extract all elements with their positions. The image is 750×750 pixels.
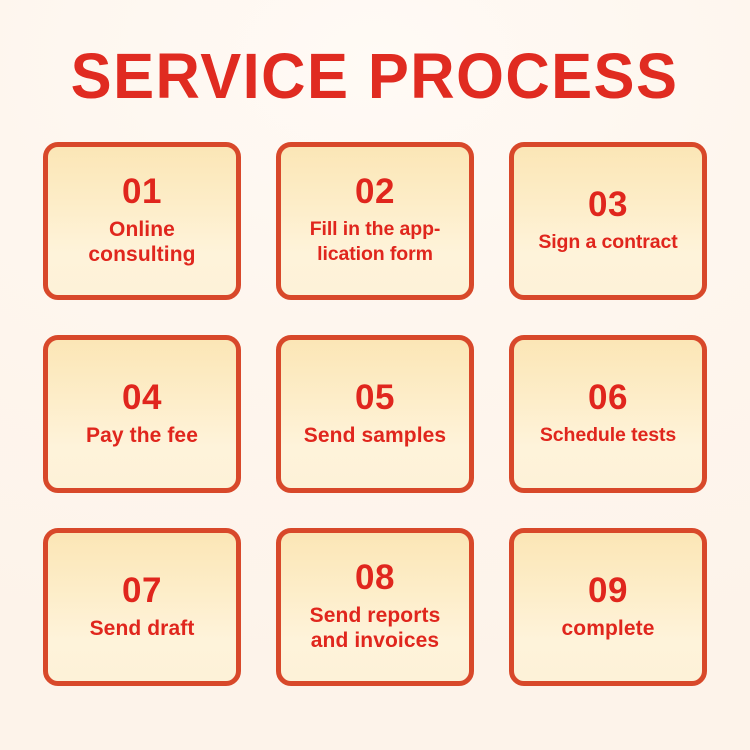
step-label: Online consulting (88, 218, 196, 266)
process-step-card-07[interactable]: 07 Send draft (43, 528, 241, 686)
process-step-card-06[interactable]: 06 Schedule tests (509, 335, 707, 493)
step-number: 05 (355, 377, 395, 417)
process-step-card-03[interactable]: 03 Sign a contract (509, 142, 707, 300)
step-number: 08 (355, 558, 395, 597)
step-label: Schedule tests (539, 423, 677, 446)
step-label: Fill in the app- lication form (309, 218, 441, 265)
process-step-card-02[interactable]: 02 Fill in the app- lication form (276, 142, 474, 300)
page-title: SERVICE PROCESS (71, 40, 679, 112)
process-step-grid: 01 Online consulting 02 Fill in the app-… (43, 142, 707, 686)
step-label: Send reports and invoices (309, 604, 441, 652)
process-step-card-04[interactable]: 04 Pay the fee (43, 335, 241, 493)
title-container: SERVICE PROCESS (0, 42, 750, 120)
step-number: 01 (122, 172, 162, 211)
process-step-card-05[interactable]: 05 Send samples (276, 335, 474, 493)
step-label: Send draft (89, 616, 195, 640)
step-label: complete (561, 616, 655, 640)
step-number: 04 (122, 377, 162, 417)
step-number: 02 (355, 172, 395, 211)
step-label: Sign a contract (538, 230, 678, 253)
step-number: 07 (122, 570, 162, 610)
step-number: 09 (588, 570, 628, 610)
step-number: 06 (588, 377, 628, 417)
step-number: 03 (588, 184, 628, 224)
process-step-card-01[interactable]: 01 Online consulting (43, 142, 241, 300)
step-label: Send samples (303, 423, 447, 447)
process-step-card-08[interactable]: 08 Send reports and invoices (276, 528, 474, 686)
step-label: Pay the fee (86, 423, 198, 447)
process-step-card-09[interactable]: 09 complete (509, 528, 707, 686)
